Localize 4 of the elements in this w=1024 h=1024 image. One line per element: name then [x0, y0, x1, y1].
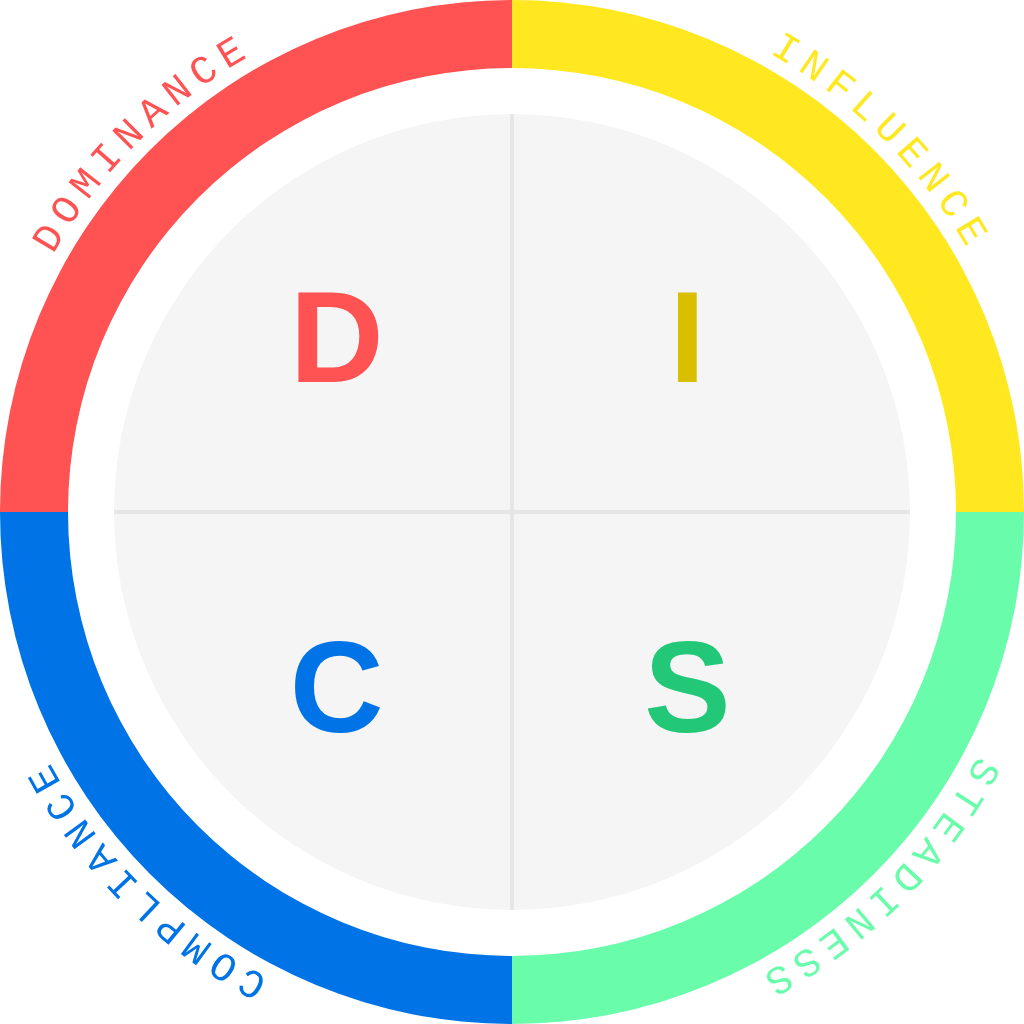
trait-letter: I: [669, 271, 706, 402]
trait-letter: S: [644, 622, 731, 753]
trait-letter: C: [289, 622, 384, 753]
trait-letter: D: [289, 271, 384, 402]
